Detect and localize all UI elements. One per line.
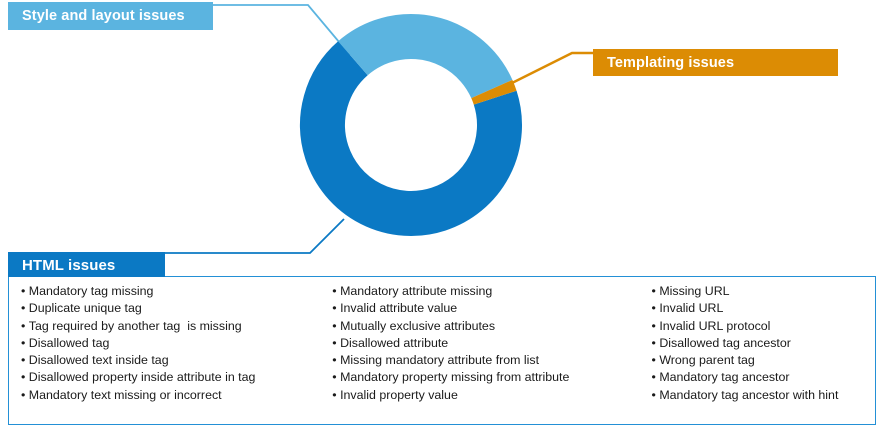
callout-html-issues[interactable]: HTML issues — [8, 252, 165, 278]
donut-chart — [300, 13, 522, 236]
issue-item: Tag required by another tag is missing — [21, 318, 320, 335]
issue-item: Mandatory tag ancestor with hint — [652, 387, 875, 404]
issue-list-1: Mandatory tag missingDuplicate unique ta… — [21, 283, 320, 404]
issue-item: Disallowed property inside attribute in … — [21, 369, 320, 386]
issue-item: Disallowed text inside tag — [21, 352, 320, 369]
issue-item: Missing mandatory attribute from list — [332, 352, 641, 369]
issue-item: Missing URL — [652, 283, 875, 300]
issue-item: Invalid URL — [652, 300, 875, 317]
callout-style-and-layout-issues[interactable]: Style and layout issues — [8, 2, 213, 30]
issue-item: Mandatory tag ancestor — [652, 369, 875, 386]
issue-item: Disallowed attribute — [332, 335, 641, 352]
callout-templating-issues-label: Templating issues — [607, 54, 735, 71]
html-issues-listbox: Mandatory tag missingDuplicate unique ta… — [8, 277, 876, 425]
issue-item: Mandatory attribute missing — [332, 283, 641, 300]
callout-templating-issues[interactable]: Templating issues — [593, 49, 838, 76]
issue-item: Duplicate unique tag — [21, 300, 320, 317]
leader-line-style-and-layout — [213, 4, 351, 56]
issue-item: Invalid URL protocol — [652, 318, 875, 335]
issue-column-1: Mandatory tag missingDuplicate unique ta… — [9, 283, 320, 430]
issue-item: Mutually exclusive attributes — [332, 318, 641, 335]
callout-style-and-layout-issues-label: Style and layout issues — [22, 8, 185, 24]
donut-segment-style-and-layout — [300, 13, 522, 236]
issue-list-2: Mandatory attribute missingInvalid attri… — [332, 283, 641, 404]
issue-column-2: Mandatory attribute missingInvalid attri… — [320, 283, 641, 430]
issue-list-3: Missing URLInvalid URLInvalid URL protoc… — [652, 283, 875, 404]
issue-column-3: Missing URLInvalid URLInvalid URL protoc… — [642, 283, 875, 430]
issue-item: Invalid property value — [332, 387, 641, 404]
issue-columns: Mandatory tag missingDuplicate unique ta… — [9, 283, 875, 430]
leader-line-html — [9, 218, 345, 254]
issue-item: Mandatory text missing or incorrect — [21, 387, 320, 404]
issue-item: Disallowed tag — [21, 335, 320, 352]
issue-item: Mandatory property missing from attribut… — [332, 369, 641, 386]
issue-item: Disallowed tag ancestor — [652, 335, 875, 352]
donut-segment-templating — [300, 14, 522, 236]
callout-html-issues-label: HTML issues — [22, 256, 116, 274]
issue-item: Invalid attribute value — [332, 300, 641, 317]
issue-item: Mandatory tag missing — [21, 283, 320, 300]
issue-item: Wrong parent tag — [652, 352, 875, 369]
leader-line-templating — [511, 51, 593, 85]
